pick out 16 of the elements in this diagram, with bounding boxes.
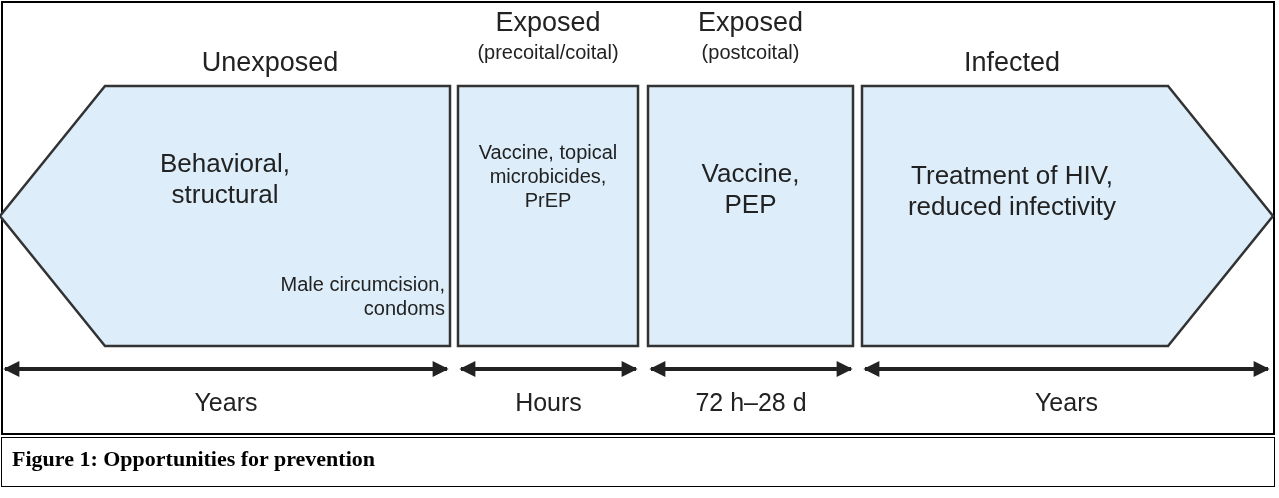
phase-subheading: (postcoital): [700, 40, 801, 64]
figure-caption: Figure 1: Opportunities for prevention: [1, 437, 1275, 487]
phase-heading: Unexposed: [200, 46, 340, 79]
phase-heading: Exposed: [494, 6, 602, 39]
duration-label: 72 h–28 d: [694, 388, 808, 417]
phase-heading: Exposed: [696, 6, 805, 39]
intervention-note: Male circumcision, condoms: [279, 272, 445, 320]
intervention-text: Treatment of HIV, reduced infectivity: [906, 160, 1118, 223]
duration-label: Years: [1034, 388, 1099, 417]
intervention-text: Vaccine, topical microbicides, PrEP: [478, 140, 618, 212]
duration-label: Years: [193, 388, 259, 417]
phase-heading: Infected: [962, 46, 1062, 79]
duration-label: Hours: [514, 388, 583, 417]
intervention-text: Behavioral, structural: [158, 148, 292, 211]
intervention-text: Vaccine, PEP: [700, 158, 801, 221]
phase-subheading: (precoital/coital): [476, 40, 620, 64]
